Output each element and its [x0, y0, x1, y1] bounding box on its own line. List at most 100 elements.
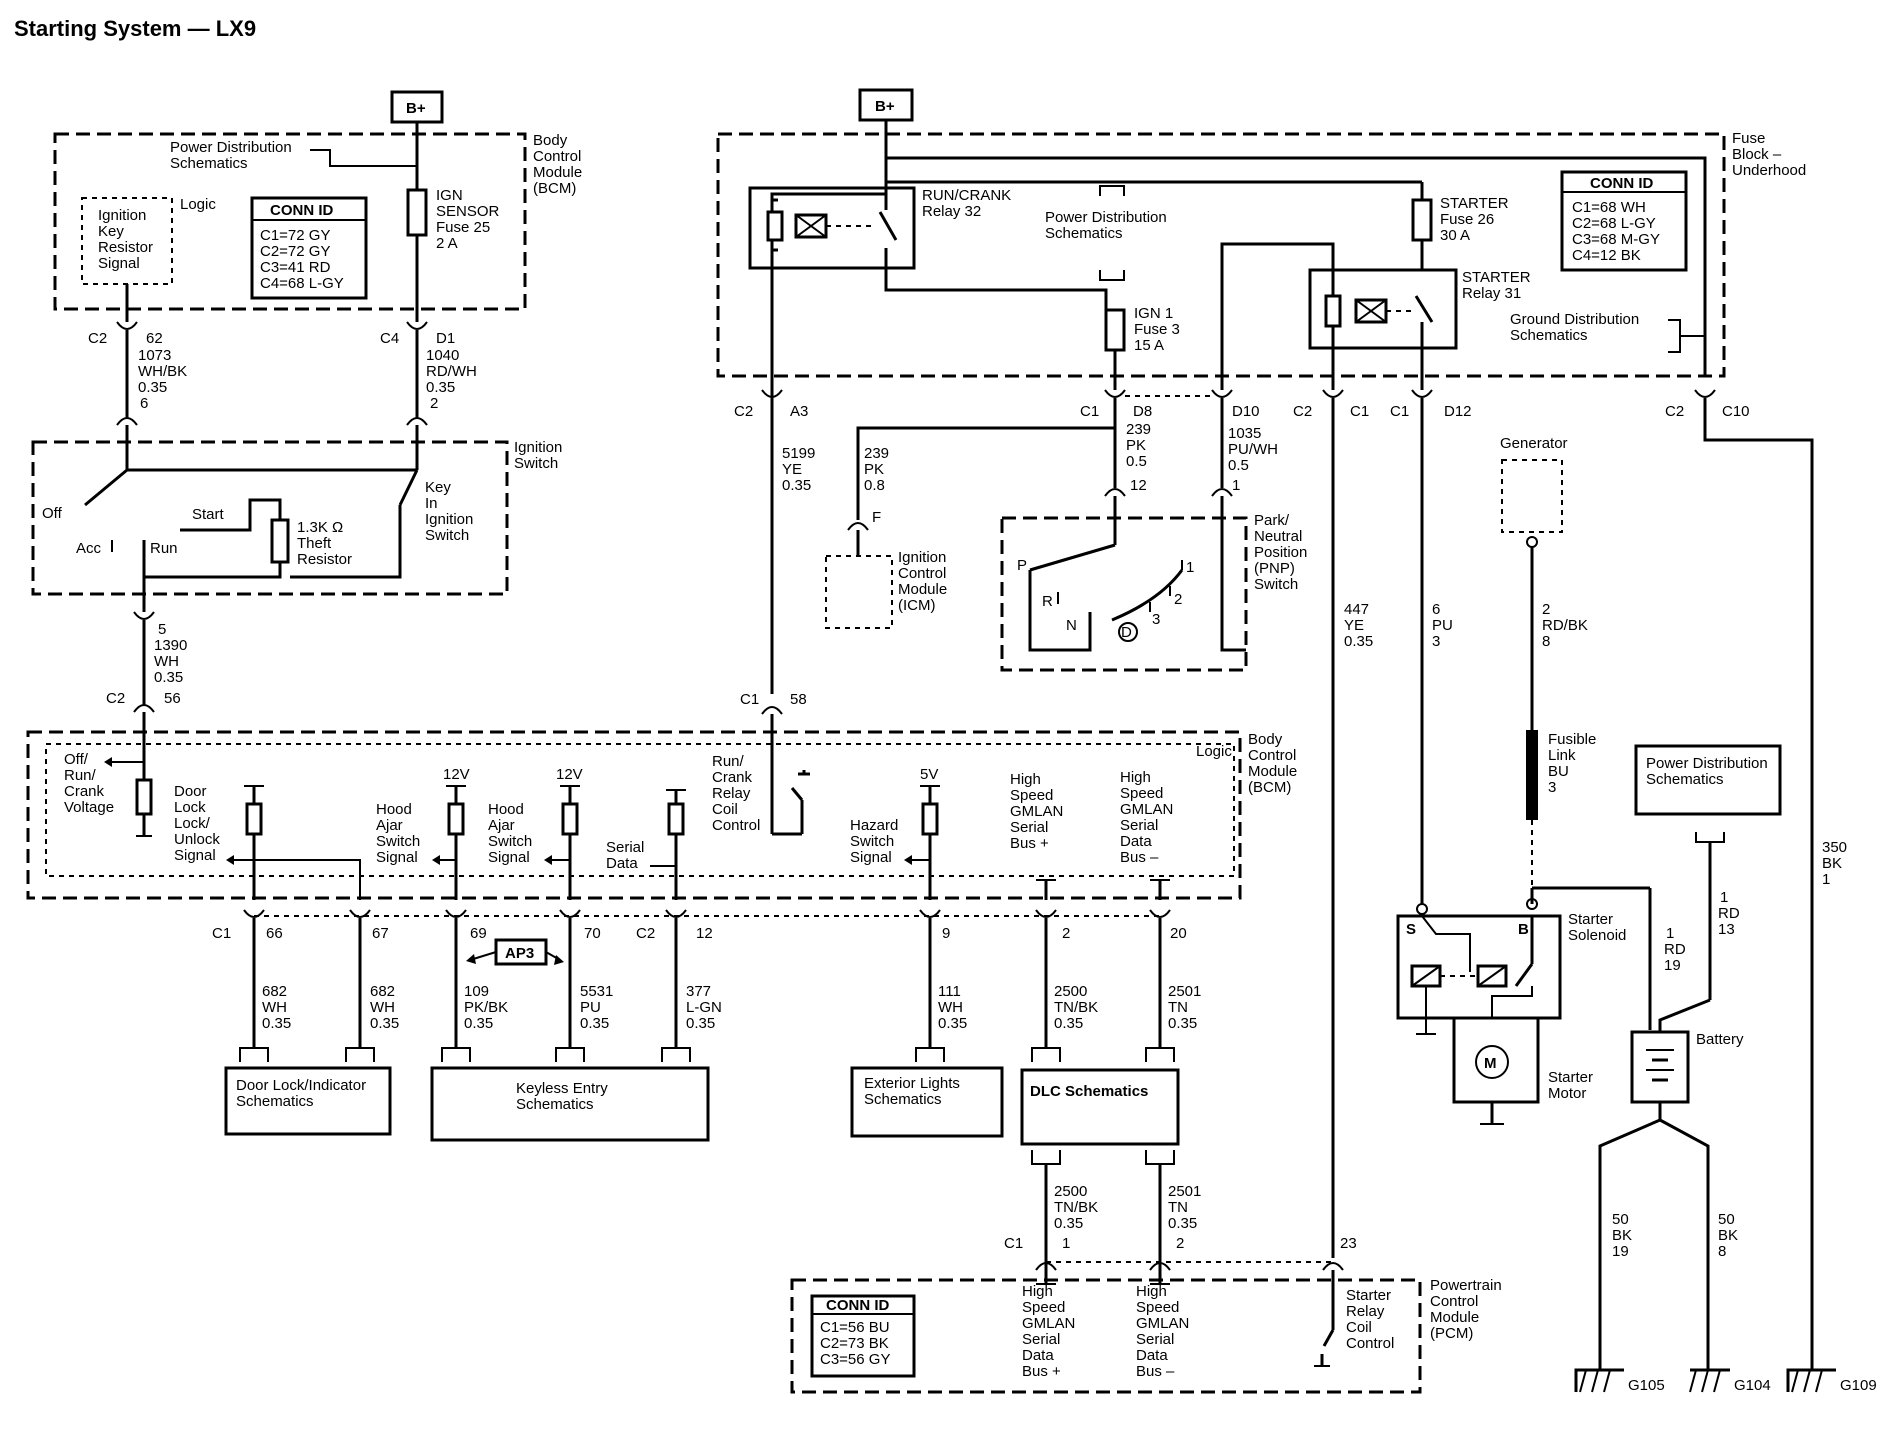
- pcm-starter-3: Coil: [1346, 1319, 1372, 1336]
- wire-239b-color: PK: [1126, 437, 1146, 454]
- pcm-conn-title: CONN ID: [826, 1297, 890, 1314]
- v12-a: 12V: [443, 766, 470, 783]
- fusible-4: 3: [1548, 779, 1556, 796]
- pcm-gm-6: Bus –: [1136, 1363, 1175, 1380]
- wire-239a: 239: [864, 445, 889, 462]
- pcm-gm-3: GMLAN: [1136, 1315, 1189, 1332]
- wire-1073: 1073: [138, 347, 171, 364]
- svg-text:Control: Control: [533, 148, 581, 165]
- wire-5199-color: YE: [782, 461, 802, 478]
- doorlock-box-2: Schematics: [236, 1093, 314, 1110]
- hazard-1: Hazard: [850, 817, 898, 834]
- bplus-right-label: B+: [875, 98, 895, 115]
- ground-g104-icon: [1689, 1368, 1730, 1393]
- pnp-p: P: [1017, 557, 1027, 574]
- wire-50a: 50: [1612, 1211, 1629, 1228]
- wire-6-color: PU: [1432, 617, 1453, 634]
- bcm-mid-name-4: (BCM): [1248, 779, 1291, 796]
- fb-d10: D10: [1232, 403, 1260, 420]
- pin-9: 9: [942, 925, 950, 942]
- gmlan-m-2: Speed: [1120, 785, 1163, 802]
- pcm-gm-1: High: [1136, 1283, 1167, 1300]
- dlc-wire-2500-color: TN/BK: [1054, 1199, 1098, 1216]
- runcrank-ctl-2: Crank: [712, 769, 753, 786]
- bcm-pin-marks: [243, 909, 1171, 918]
- doorlock-3: Lock/: [174, 815, 211, 832]
- pin-69: 69: [470, 925, 487, 942]
- wire-2-gauge: 8: [1542, 633, 1550, 650]
- conn-id-title: CONN ID: [270, 202, 334, 219]
- ground-dist-2: Schematics: [1510, 327, 1588, 344]
- dlc-box: [1020, 1068, 1180, 1146]
- wire-50a-gauge: 19: [1612, 1243, 1629, 1260]
- wire-682b-gauge: 0.35: [370, 1015, 399, 1032]
- wire-109: 109: [464, 983, 489, 1000]
- resistor-value: 1.3K Ω: [297, 519, 343, 536]
- v5: 5V: [920, 766, 938, 783]
- wire-2500: 2500: [1054, 983, 1087, 1000]
- fusible-3: BU: [1548, 763, 1569, 780]
- bcm-top-conn-id: [250, 196, 368, 300]
- ground-g104: G104: [1734, 1377, 1771, 1394]
- pcm-starter-1: Starter: [1346, 1287, 1391, 1304]
- c1-58-pin: 58: [790, 691, 807, 708]
- dlc-wire-2501: 2501: [1168, 1183, 1201, 1200]
- ign1-label-2: Fuse 3: [1134, 321, 1180, 338]
- pcm-box: [790, 1278, 1422, 1394]
- fb-c1: C1: [1080, 403, 1099, 420]
- battery-box: [1630, 1030, 1690, 1104]
- wire-377-gauge: 0.35: [686, 1015, 715, 1032]
- extlights-box: [850, 1066, 1004, 1138]
- motor-m: M: [1484, 1055, 1497, 1072]
- keyless-2: Schematics: [516, 1096, 594, 1113]
- wire-2501: 2501: [1168, 983, 1201, 1000]
- bcm-mid-name-1: Body: [1248, 731, 1283, 748]
- page-title: Starting System — LX9: [14, 16, 256, 41]
- icm-box: [825, 555, 893, 629]
- solenoid-s: S: [1406, 921, 1416, 938]
- wire-1035-pin: 1: [1232, 477, 1240, 494]
- wire-1390-color: WH: [154, 653, 179, 670]
- resistor-label-2: Resistor: [297, 551, 352, 568]
- hood2-1: Hood: [488, 801, 524, 818]
- key-in-3: Ignition: [425, 511, 473, 528]
- v12-b: 12V: [556, 766, 583, 783]
- fb-a3: A3: [790, 403, 808, 420]
- fb-conn-4: C4=12 BK: [1572, 247, 1641, 264]
- fb-c1c: C1: [1390, 403, 1409, 420]
- runcrank-ctl-5: Control: [712, 817, 760, 834]
- wire-2501-gauge: 0.35: [1168, 1015, 1197, 1032]
- pnp-1: 1: [1186, 559, 1194, 576]
- pnp-2: 2: [1174, 591, 1182, 608]
- pnp-r: R: [1042, 593, 1053, 610]
- wire-1040-gauge: 0.35: [426, 379, 455, 396]
- runcrank-ctl-4: Coil: [712, 801, 738, 818]
- pcm-name-4: (PCM): [1430, 1325, 1473, 1342]
- conn-c2: C2=72 GY: [260, 243, 330, 260]
- bcm-top-pd-1: Power Distribution: [170, 139, 292, 156]
- wire-1390-pin: 5: [158, 621, 166, 638]
- wire-239a-gauge: 0.8: [864, 477, 885, 494]
- fuse-ign-3: Fuse 25: [436, 219, 490, 236]
- fb-pd-2: Schematics: [1045, 225, 1123, 242]
- solenoid-b: B: [1518, 921, 1529, 938]
- fb-d12: D12: [1444, 403, 1472, 420]
- wire-1rd13-gauge: 13: [1718, 921, 1735, 938]
- offrun-1: Off/: [64, 751, 89, 768]
- motor-label-1: Starter: [1548, 1069, 1593, 1086]
- c1-58-c: C1: [740, 691, 759, 708]
- fb-conn-id: [1560, 170, 1688, 272]
- ignition-switch-box: [31, 440, 509, 596]
- fuse-ign-4: 2 A: [436, 235, 458, 252]
- dlc-wire-2501-gauge: 0.35: [1168, 1215, 1197, 1232]
- ign-switch-name-2: Switch: [514, 455, 558, 472]
- icm-pin-f: F: [872, 509, 881, 526]
- bcm-pin-c2: C2: [636, 925, 655, 942]
- hood2-2: Ajar: [488, 817, 515, 834]
- doorlock-4: Unlock: [174, 831, 220, 848]
- wire-1040-color: RD/WH: [426, 363, 477, 380]
- icm-3: Module: [898, 581, 947, 598]
- wire-1rd19: 1: [1666, 925, 1674, 942]
- fb-d8: D8: [1133, 403, 1152, 420]
- pcm-name-2: Control: [1430, 1293, 1478, 1310]
